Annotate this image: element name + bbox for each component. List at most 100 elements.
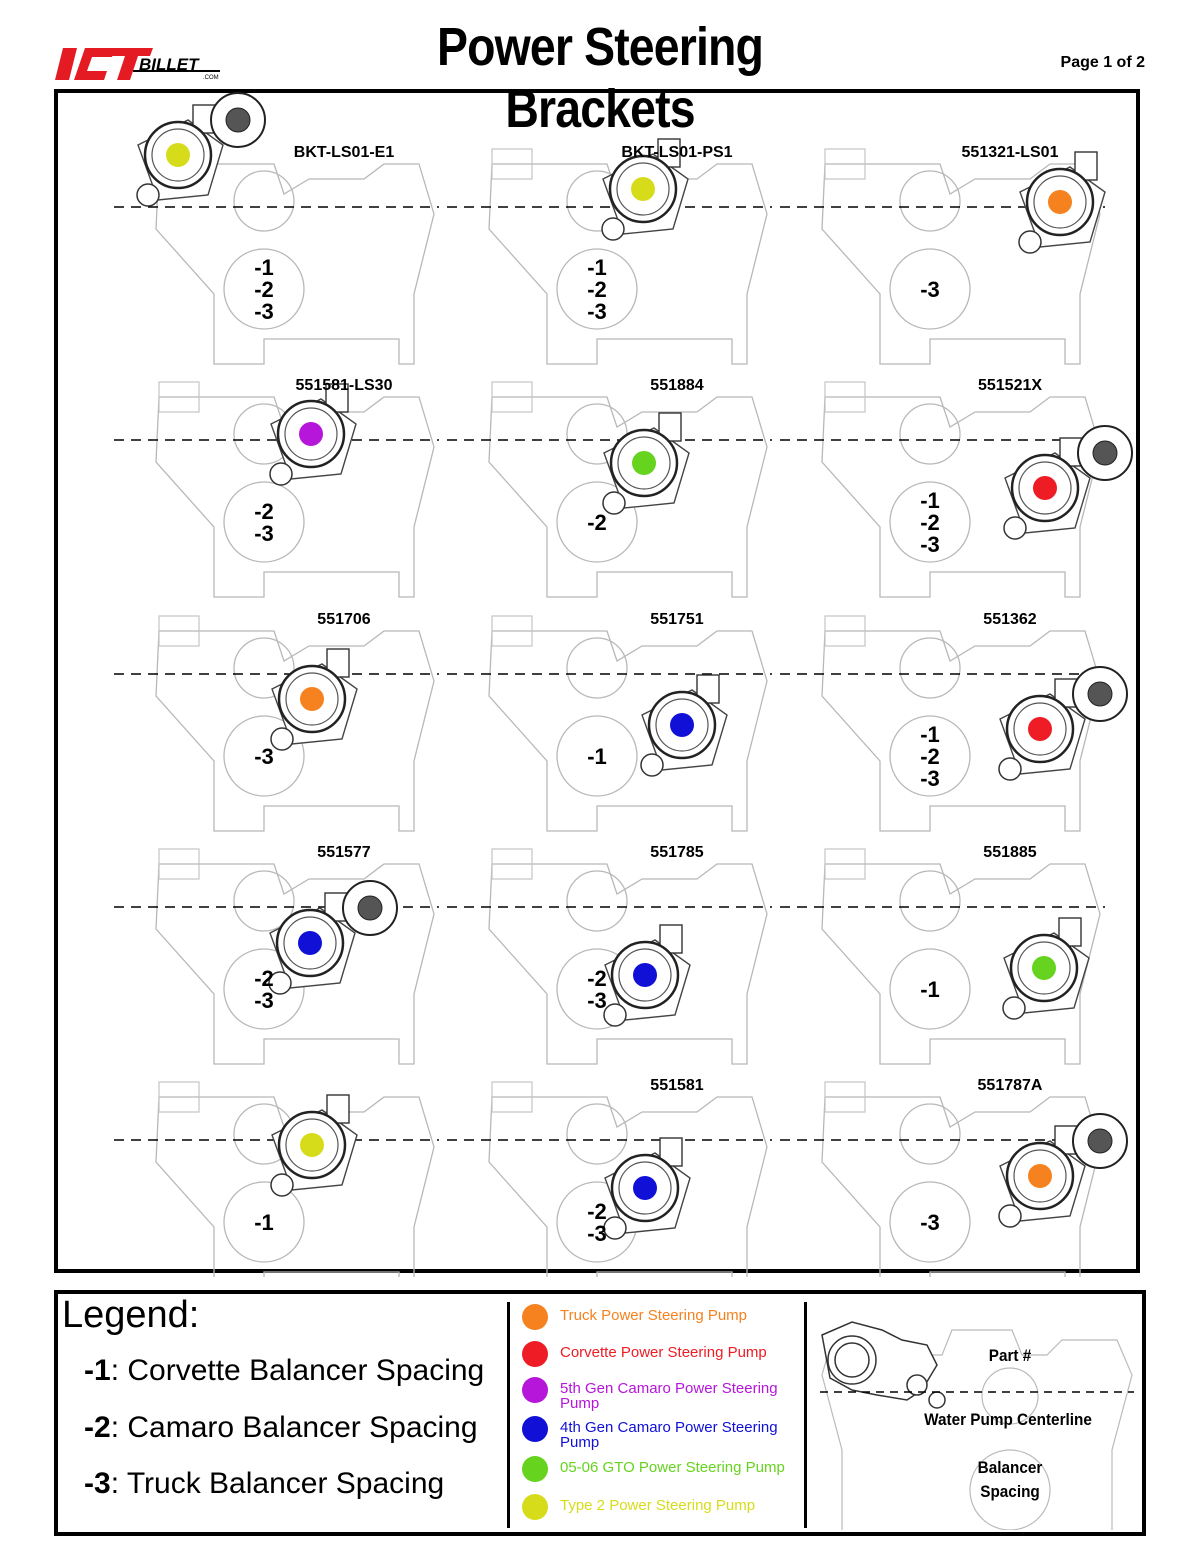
balancer-outline (889, 1181, 971, 1263)
balancer-outline (889, 948, 971, 1030)
camaro4-pump-dot (522, 1416, 548, 1442)
bracket-diagram: -1 (114, 1081, 439, 1277)
idler-pulley (136, 183, 160, 207)
bracket-diagram: 551884 -2 (447, 377, 772, 598)
balancer-spacing-code: -3 (920, 532, 940, 557)
engine-outline (821, 396, 1101, 598)
svg-text:BILLET: BILLET (139, 55, 200, 74)
balancer-spacing-code: -2 (254, 277, 274, 302)
example-part-label: Part # (988, 1346, 1032, 1365)
water-pump-outline (566, 870, 628, 932)
pump-pulley-inner (655, 698, 709, 752)
legend-title: Legend: (62, 1294, 200, 1336)
alternator-pulley (1087, 1128, 1113, 1154)
bracket-diagram: BKT-LS01-PS1-1-2-3 (447, 138, 772, 365)
part-number-label: 551321-LS01 (962, 144, 1059, 161)
water-pump-outline (899, 1103, 961, 1165)
example-centerline-label: Water Pump Centerline (924, 1410, 1092, 1429)
valve-cover-outline (491, 848, 533, 880)
pump-type-dot (300, 1133, 324, 1157)
valve-cover-outline (824, 615, 866, 647)
part-number-label: 551751 (650, 611, 703, 628)
water-pump-outline (899, 870, 961, 932)
bracket-diagram: 551706-3 (114, 611, 439, 832)
pump-pulley-inner (151, 128, 205, 182)
idler-pulley (270, 1173, 294, 1197)
valve-cover-outline (824, 381, 866, 413)
idler-pulley (601, 217, 625, 241)
water-pump-outline (566, 637, 628, 699)
balancer-spacing-code: -3 (254, 521, 274, 546)
legend-frame (54, 1290, 1146, 1536)
pump-pulley-inner (1018, 461, 1072, 515)
balancer-spacing-code: -1 (587, 255, 607, 280)
valve-cover-outline (158, 615, 200, 647)
pump-pulley-inner (1013, 702, 1067, 756)
svg-text:.COM: .COM (203, 75, 219, 81)
balancer-outline (223, 715, 305, 797)
part-number-label: 551884 (650, 377, 703, 394)
pump-type-dot (670, 713, 694, 737)
balancer-spacing-code: -2 (920, 744, 940, 769)
balancer-spacing-code: -2 (587, 510, 607, 535)
idler-pulley (1003, 516, 1027, 540)
gto-pump-dot (522, 1456, 548, 1482)
pump-type-dot (1032, 956, 1056, 980)
balancer-spacing-code: -2 (254, 499, 274, 524)
balancer-spacing-code: -1 (254, 1210, 274, 1235)
balancer-spacing-code: -3 (254, 299, 274, 324)
pump-type-dot (166, 143, 190, 167)
example-balancer-label: Balancer Spacing (977, 1458, 1043, 1501)
water-pump-outline (899, 637, 961, 699)
corvette-pump-dot (522, 1341, 548, 1367)
pump-type-dot (631, 177, 655, 201)
idler-pulley (603, 1003, 627, 1027)
idler-pulley (640, 753, 664, 777)
pump-type-dot (1033, 476, 1057, 500)
ict-billet-logo: BILLET .COM (55, 48, 220, 81)
idler-pulley (270, 727, 294, 751)
pump-pulley-inner (617, 436, 671, 490)
balancer-spacing-code: -2 (920, 510, 940, 535)
balancer-outline (889, 248, 971, 330)
balancer-spacing-code: -1 (587, 744, 607, 769)
balancer-outline (223, 248, 305, 330)
pump-pulley-inner (1013, 1149, 1067, 1203)
idler-pulley (998, 757, 1022, 781)
balancer-outline (556, 481, 638, 563)
balancer-spacing-code: -1 (920, 722, 940, 747)
legend-spacing-2: -2: Camaro Balancer Spacing (84, 1411, 478, 1444)
balancer-spacing-code: -1 (920, 488, 940, 513)
idler-pulley (1018, 230, 1042, 254)
pump-type-dot (633, 963, 657, 987)
balancer-outline (223, 481, 305, 563)
engine-outline (488, 863, 768, 1065)
balancer-spacing-code: -3 (587, 1221, 607, 1246)
legend-spacing-3: -3: Truck Balancer Spacing (84, 1467, 445, 1500)
part-number-label: 551785 (650, 844, 703, 861)
pump-type-dot (298, 931, 322, 955)
balancer-spacing-code: -2 (587, 277, 607, 302)
legend-divider (507, 1302, 510, 1528)
part-number-label: BKT-LS01-E1 (294, 144, 395, 161)
balancer-spacing-code: -2 (587, 966, 607, 991)
balancer-spacing-code: -3 (254, 744, 274, 769)
part-number-label: 551362 (983, 611, 1036, 628)
pump-type-dot (1048, 190, 1072, 214)
pump-pulley-inner (616, 162, 670, 216)
bracket-diagram: 551521X-1-2-3 (780, 377, 1133, 598)
balancer-outline (889, 481, 971, 563)
pump-pulley-inner (618, 1161, 672, 1215)
valve-cover-outline (158, 381, 200, 413)
idler-pulley (268, 971, 292, 995)
part-number-label: 551787A (978, 1077, 1043, 1094)
valve-cover-outline (824, 148, 866, 180)
pump-type-dot (632, 451, 656, 475)
idler-pulley (1002, 996, 1026, 1020)
part-number-label: 551581-LS30 (296, 377, 393, 394)
alternator-pulley (1092, 440, 1118, 466)
page-number: Page 1 of 2 (1060, 54, 1145, 71)
valve-cover-outline (491, 148, 533, 180)
pump-pulley-inner (285, 1118, 339, 1172)
water-pump-outline (899, 170, 961, 232)
